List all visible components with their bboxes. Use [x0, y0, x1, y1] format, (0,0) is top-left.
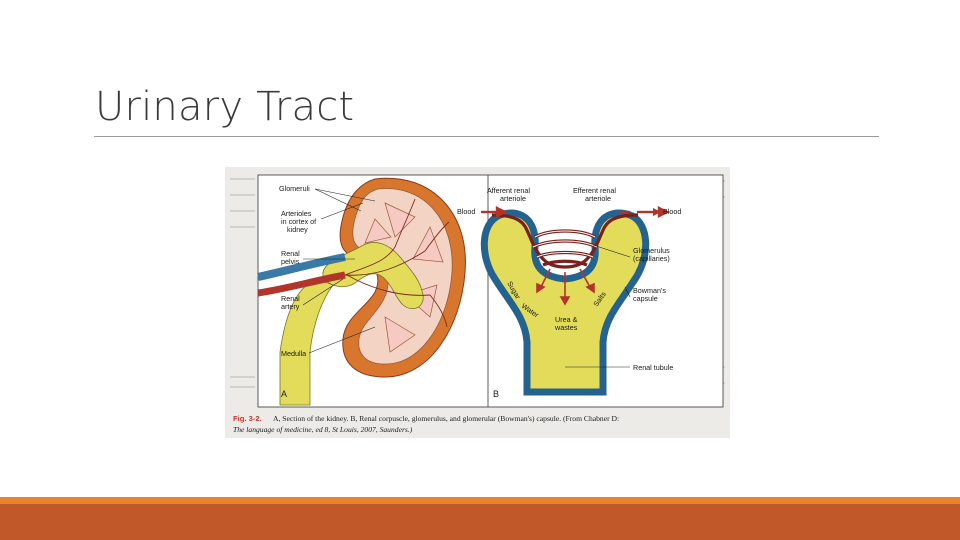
footer-bar	[0, 504, 960, 540]
label-glomeruli: Glomeruli	[279, 184, 310, 193]
caption-fig-label: Fig. 3-2.	[233, 414, 262, 423]
caption-line1: A, Section of the kidney. B, Renal corpu…	[273, 414, 619, 423]
panel-a-letter: A	[281, 389, 287, 399]
panel-b-letter: B	[493, 389, 499, 399]
kidney-figure: Glomeruli Arterioles in cortex of kidney…	[225, 167, 730, 438]
label-urea-2: wastes	[554, 323, 578, 332]
caption-line2: The language of medicine, ed 8, St Louis…	[233, 425, 413, 434]
label-bowmans-2: capsule	[633, 294, 658, 303]
title-divider	[94, 136, 879, 137]
label-artery-2: artery	[281, 302, 300, 311]
footer-accent-bar	[0, 497, 960, 504]
label-medulla: Medulla	[281, 349, 306, 358]
label-afferent-2: arteriole	[500, 194, 526, 203]
label-glomerulus-2: (capillaries)	[633, 254, 670, 263]
label-arterioles-3: kidney	[287, 225, 308, 234]
slide-title: Urinary Tract	[95, 84, 354, 130]
label-blood-out: Blood	[663, 207, 681, 216]
label-pelvis-2: pelvis	[281, 257, 300, 266]
label-renal-tubule: Renal tubule	[633, 363, 673, 372]
label-efferent-2: arteriole	[585, 194, 611, 203]
label-blood-in: Blood	[457, 207, 475, 216]
